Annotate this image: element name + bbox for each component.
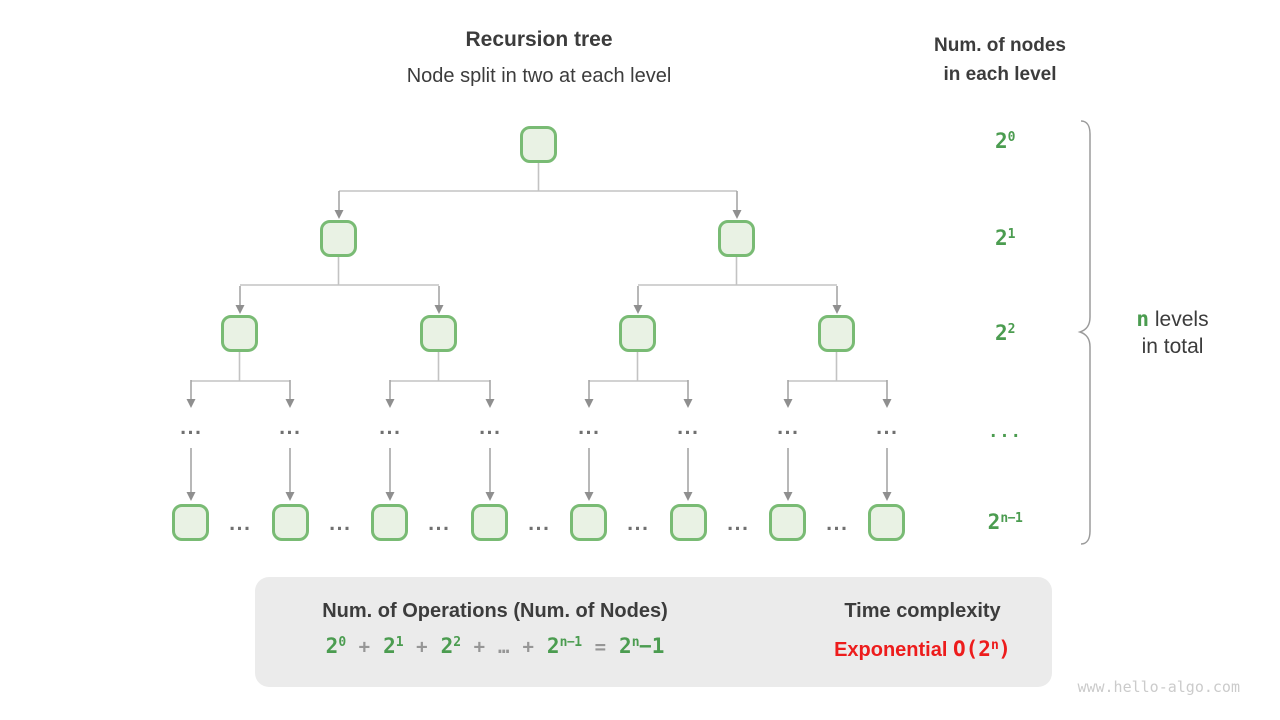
tree-ellipsis: ... xyxy=(378,419,402,439)
leaf-ellipsis: ... xyxy=(427,515,451,535)
nodes-per-level-header: Num. of nodes in each level xyxy=(900,31,1100,89)
formula-ellipsis: … xyxy=(498,636,510,658)
arrow-down-icon xyxy=(881,379,893,409)
tree-node-leaf xyxy=(868,504,905,541)
tree-node-l2 xyxy=(619,315,656,352)
arrow-down-icon xyxy=(583,379,595,409)
arrow-down-icon xyxy=(782,447,794,502)
tree-node-l1 xyxy=(320,220,357,257)
arrow-down-icon xyxy=(433,285,445,315)
formula-term: 2n−1 xyxy=(546,634,582,658)
plus-operator: + xyxy=(522,636,534,658)
level-count-label: 2n−1 xyxy=(987,510,1023,534)
tree-node-leaf xyxy=(371,504,408,541)
big-o-notation: O(2n) xyxy=(952,637,1011,661)
formula-term: 21 xyxy=(383,634,404,658)
tree-node-leaf xyxy=(570,504,607,541)
leaf-ellipsis: ... xyxy=(328,515,352,535)
formula-result: 2n−1 xyxy=(619,634,665,658)
tree-ellipsis: ... xyxy=(776,419,800,439)
tree-branch-lines xyxy=(191,162,887,382)
tree-node-leaf xyxy=(471,504,508,541)
plus-operator: + xyxy=(473,636,486,658)
tree-ellipsis: ... xyxy=(875,419,899,439)
formula-term: 20 xyxy=(325,634,347,658)
leaf-ellipsis: ... xyxy=(527,515,551,535)
arrow-down-icon xyxy=(384,447,396,502)
leaf-ellipsis: ... xyxy=(825,515,849,535)
tree-node-leaf xyxy=(172,504,209,541)
arrow-down-icon xyxy=(484,447,496,502)
complexity-result: Exponential O(2n) xyxy=(805,637,1040,662)
levels-word: levels xyxy=(1154,308,1209,331)
levels-brace xyxy=(1077,120,1091,545)
time-complexity-title: Time complexity xyxy=(844,600,1001,622)
leaf-ellipsis: ... xyxy=(228,515,252,535)
tree-node-l1 xyxy=(718,220,755,257)
arrow-down-icon xyxy=(333,190,345,220)
complexity-word: Exponential xyxy=(834,639,948,661)
formula-term: 22 xyxy=(440,634,462,658)
arrow-down-icon xyxy=(731,190,743,220)
in-total-text: in total xyxy=(1141,335,1204,358)
nodes-per-level-header-line2: in each level xyxy=(943,64,1057,85)
tree-node-leaf xyxy=(272,504,309,541)
arrow-down-icon xyxy=(583,447,595,502)
tree-ellipsis: ... xyxy=(577,419,601,439)
tree-node-leaf xyxy=(769,504,806,541)
arrow-down-icon xyxy=(284,379,296,409)
level-count-label: 22 xyxy=(995,321,1016,345)
diagram-subtitle: Node split in two at each level xyxy=(406,65,672,87)
arrow-down-icon xyxy=(682,447,694,502)
arrow-down-icon xyxy=(831,285,843,315)
nodes-per-level-header-line1: Num. of nodes xyxy=(934,35,1066,56)
leaf-ellipsis: ... xyxy=(726,515,750,535)
arrow-down-icon xyxy=(632,285,644,315)
arrow-down-icon xyxy=(284,447,296,502)
arrow-down-icon xyxy=(384,379,396,409)
arrow-down-icon xyxy=(185,379,197,409)
operations-title: Num. of Operations (Num. of Nodes) xyxy=(322,600,668,622)
arrow-down-icon xyxy=(682,379,694,409)
arrow-down-icon xyxy=(234,285,246,315)
plus-operator: + xyxy=(416,636,428,658)
tree-ellipsis: ... xyxy=(676,419,700,439)
tree-ellipsis: ... xyxy=(179,419,203,439)
tree-ellipsis: ... xyxy=(278,419,302,439)
level-count-ellipsis: ... xyxy=(988,422,1022,442)
level-count-label: 21 xyxy=(995,226,1016,250)
tree-node-leaf xyxy=(670,504,707,541)
diagram-title: Recursion tree xyxy=(465,28,613,51)
level-count-label: 20 xyxy=(995,129,1016,153)
arrow-down-icon xyxy=(185,447,197,502)
leaf-ellipsis: ... xyxy=(626,515,650,535)
operations-formula: 20 + 21 + 22 + … + 2n−1 = 2n−1 xyxy=(285,634,705,658)
arrow-down-icon xyxy=(782,379,794,409)
levels-total-note: n levels in total xyxy=(1100,306,1245,360)
arrow-down-icon xyxy=(881,447,893,502)
n-variable: n xyxy=(1136,307,1150,331)
watermark: www.hello-algo.com xyxy=(1077,678,1240,696)
equals-operator: = xyxy=(594,636,607,658)
tree-node-root xyxy=(520,126,557,163)
tree-node-l2 xyxy=(818,315,855,352)
plus-operator: + xyxy=(358,636,371,658)
tree-ellipsis: ... xyxy=(478,419,502,439)
tree-node-l2 xyxy=(221,315,258,352)
summary-box xyxy=(255,577,1052,687)
tree-node-l2 xyxy=(420,315,457,352)
arrow-down-icon xyxy=(484,379,496,409)
